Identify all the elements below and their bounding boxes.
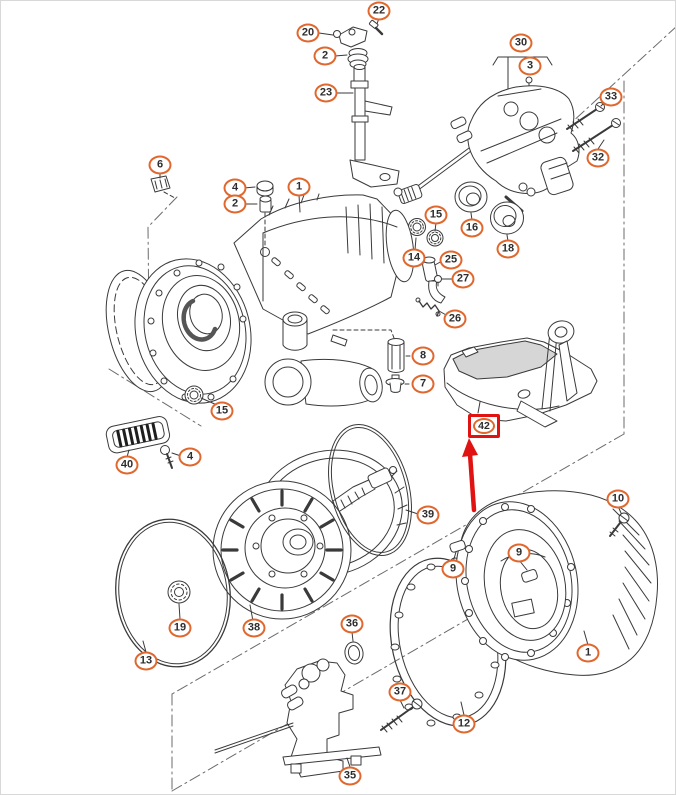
callout-18[interactable]: 18 (496, 239, 520, 259)
callout-26[interactable]: 26 (443, 309, 467, 329)
part-selector-shaft (319, 18, 399, 187)
callout-15b[interactable]: 15 (210, 401, 234, 421)
callout-35[interactable]: 35 (338, 766, 362, 786)
callout-2b[interactable]: 2 (223, 194, 247, 214)
callout-32[interactable]: 32 (586, 148, 610, 168)
part-oil-filter (444, 318, 597, 427)
callout-6[interactable]: 6 (148, 155, 172, 175)
callout-9b[interactable]: 9 (507, 543, 531, 563)
callout-20[interactable]: 20 (296, 23, 320, 43)
callout-1b[interactable]: 1 (576, 643, 600, 663)
part-oil-cooler (105, 415, 181, 468)
callout-9a[interactable]: 9 (441, 559, 465, 579)
callout-19[interactable]: 19 (168, 618, 192, 638)
callout-22[interactable]: 22 (367, 1, 391, 21)
highlight-arrow (462, 438, 478, 510)
callout-1a[interactable]: 1 (287, 177, 311, 197)
callout-42[interactable]: 42 (473, 418, 495, 434)
callout-4b[interactable]: 4 (178, 447, 202, 467)
callout-8[interactable]: 8 (411, 346, 435, 366)
part-torque-converter (213, 434, 417, 621)
part-shift-mechanism (215, 632, 422, 777)
callout-23[interactable]: 23 (314, 83, 338, 103)
callout-16[interactable]: 16 (460, 218, 484, 238)
callout-25[interactable]: 25 (439, 250, 463, 270)
callout-2a[interactable]: 2 (313, 46, 337, 66)
callout-12[interactable]: 12 (452, 714, 476, 734)
part-small-fasteners (409, 219, 454, 317)
callout-37[interactable]: 37 (388, 682, 412, 702)
callout-10[interactable]: 10 (606, 489, 630, 509)
callout-40[interactable]: 40 (115, 455, 139, 475)
callout-13[interactable]: 13 (134, 651, 158, 671)
callout-36[interactable]: 36 (340, 614, 364, 634)
callout-7[interactable]: 7 (411, 374, 435, 394)
part-housing-cover (442, 490, 658, 675)
part-drive-belt (315, 415, 425, 565)
callout-30[interactable]: 30 (509, 33, 533, 53)
part-flexplate (107, 513, 238, 674)
callout-15a[interactable]: 15 (424, 205, 448, 225)
part-tube-and-plug (386, 339, 414, 393)
callout-3[interactable]: 3 (518, 56, 542, 76)
callout-38[interactable]: 38 (242, 618, 266, 638)
highlighted-callout-box[interactable]: 42 (468, 414, 500, 438)
part-valve-body (394, 57, 621, 250)
callout-39[interactable]: 39 (416, 505, 440, 525)
callout-27[interactable]: 27 (451, 269, 475, 289)
callout-33[interactable]: 33 (599, 87, 623, 107)
callout-14[interactable]: 14 (402, 248, 426, 268)
